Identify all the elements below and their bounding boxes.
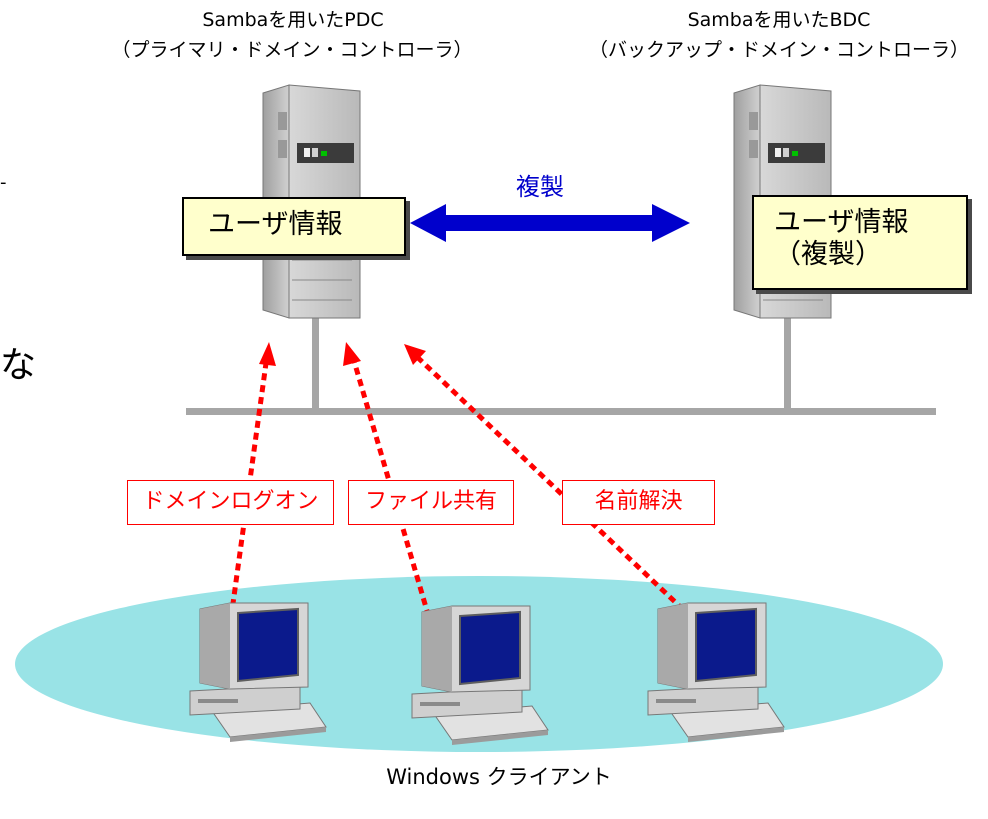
replication-label: 複製 <box>516 173 564 201</box>
bdc-title: Sambaを用いたBDC <box>687 9 871 31</box>
logon-arrowhead-icon <box>259 342 276 366</box>
replication-double-arrow <box>410 204 690 242</box>
bdc-user-info-label: ユーザ情報 <box>774 207 909 238</box>
pdc-subtitle: （プライマリ・ドメイン・コントローラ） <box>111 39 473 61</box>
pdc-user-info-label: ユーザ情報 <box>208 209 343 240</box>
pdc-user-info-box: ユーザ情報 <box>182 197 406 256</box>
service-label-file-share: ファイル共有 <box>348 480 514 525</box>
fileshare-arrowhead-icon <box>343 342 361 366</box>
service-label-domain-logon: ドメインログオン <box>127 480 334 525</box>
bdc-user-info-sublabel: （複製） <box>774 239 882 270</box>
pdc-title: Sambaを用いたPDC <box>202 9 384 31</box>
pdc-drop-line <box>312 315 319 409</box>
clients-label: Windows クライアント <box>386 765 612 789</box>
service-label-name-resolution: 名前解決 <box>562 480 715 525</box>
nameresolve-arrowhead-icon <box>404 344 426 365</box>
bdc-drop-line <box>784 315 791 409</box>
nameresolve-dotted-line <box>412 352 694 620</box>
cut-off-text-fragment: な <box>0 345 37 386</box>
cut-off-dash: - <box>0 172 7 193</box>
lan-backbone-line <box>186 408 936 415</box>
bdc-subtitle: （バックアップ・ドメイン・コントローラ） <box>588 39 969 61</box>
bdc-user-info-box: ユーザ情報 （複製） <box>752 195 968 290</box>
